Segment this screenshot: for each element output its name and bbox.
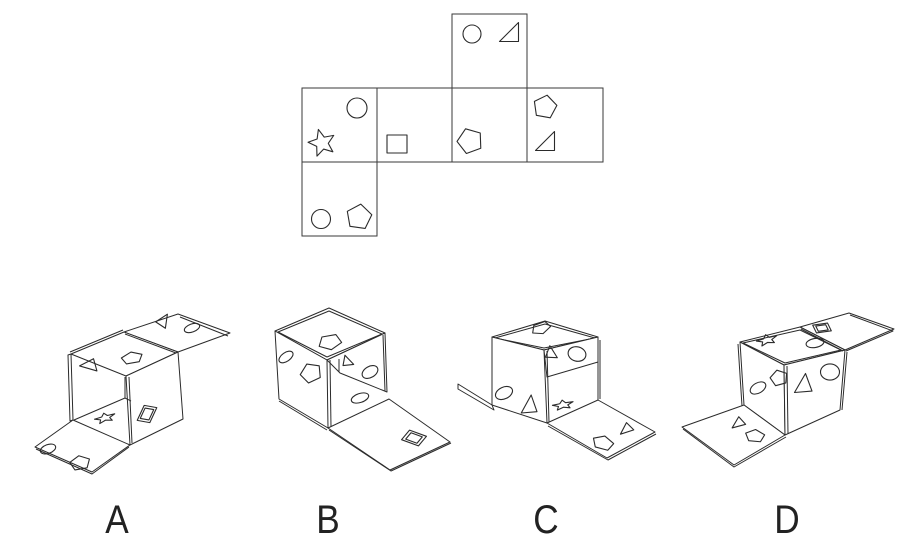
pentagon-icon	[318, 334, 343, 352]
rtriangle-icon	[536, 132, 555, 151]
edge-line	[800, 328, 844, 352]
square-icon	[813, 323, 832, 333]
net-cell-mid-4	[526, 87, 604, 163]
star-icon	[755, 332, 778, 347]
circle-icon	[350, 391, 370, 405]
square-icon	[402, 430, 427, 446]
circle-icon	[347, 98, 367, 118]
left-face	[491, 336, 548, 424]
edge-line	[35, 446, 130, 475]
cube-net	[301, 13, 604, 237]
left-edge	[67, 353, 74, 422]
edge-line	[329, 359, 332, 428]
option-d-label[interactable]: D	[774, 498, 800, 542]
circle-icon	[493, 384, 514, 402]
pentagon-icon	[454, 125, 485, 156]
net-cell-top	[451, 13, 528, 89]
circle-icon	[312, 210, 331, 229]
circle-icon	[183, 322, 201, 335]
edge-line	[845, 314, 894, 352]
option-a-label[interactable]: A	[105, 498, 129, 542]
circle-icon	[566, 345, 587, 364]
edge-line	[278, 400, 328, 431]
edge-line	[841, 351, 848, 411]
option-b-figure[interactable]	[274, 307, 452, 472]
rtriangle-icon	[500, 23, 519, 42]
star-icon	[94, 411, 117, 425]
pentagon-icon	[745, 429, 765, 442]
triangle-icon	[79, 359, 97, 374]
right-face	[125, 351, 184, 446]
edge-line	[179, 316, 229, 337]
square-icon	[140, 408, 153, 420]
circle-icon	[360, 363, 380, 381]
net-cell-mid-3-outline	[451, 87, 528, 163]
circle-icon	[39, 442, 57, 456]
net-cell-mid-3	[451, 87, 528, 163]
net-cell-mid-2	[376, 87, 453, 163]
square-icon	[137, 405, 157, 422]
square-icon	[387, 135, 407, 153]
net-cell-bottom	[301, 161, 378, 237]
option-c-figure[interactable]	[457, 320, 657, 461]
edge-line	[682, 428, 787, 468]
triangle-icon	[155, 314, 173, 331]
option-d-figure[interactable]	[681, 312, 895, 468]
option-c-label[interactable]: C	[533, 498, 559, 542]
square-icon	[406, 433, 423, 443]
edge-line	[73, 377, 126, 421]
circle-icon	[748, 379, 768, 396]
edge-line	[786, 365, 789, 435]
pentagon-icon	[69, 454, 91, 471]
triangle-icon	[545, 346, 561, 362]
edge-line	[737, 343, 743, 407]
pentagon-icon	[591, 433, 615, 451]
triangle-icon	[730, 416, 746, 428]
circle-icon	[805, 337, 824, 349]
bottom-flap	[681, 404, 786, 466]
triangle-icon	[342, 355, 355, 368]
net-cell-bottom-outline	[301, 161, 378, 237]
option-a-figure[interactable]	[34, 314, 231, 475]
circle-icon	[821, 364, 840, 380]
edge-line	[124, 333, 177, 354]
pentagon-icon	[530, 320, 552, 337]
net-cell-mid-1-outline	[301, 87, 378, 163]
edge-line	[546, 350, 550, 423]
edge-line	[128, 376, 133, 444]
net-cell-mid-1	[301, 87, 378, 163]
pentagon-icon	[769, 368, 789, 387]
left-flap	[457, 383, 495, 411]
triangle-icon	[618, 421, 634, 434]
edge-line	[328, 429, 452, 472]
pentagon-icon	[345, 202, 373, 229]
right-face	[783, 349, 846, 436]
pentagon-icon	[121, 350, 144, 364]
net-cell-mid-2-outline	[376, 87, 453, 163]
star-icon	[552, 398, 574, 410]
pentagon-icon	[297, 360, 324, 385]
edge-line	[69, 329, 124, 353]
triangle-icon	[521, 395, 537, 413]
option-b-label[interactable]: B	[316, 498, 340, 542]
square-icon	[816, 325, 828, 332]
bottom-flap	[34, 419, 131, 473]
triangle-icon	[795, 374, 813, 393]
circle-icon	[277, 349, 295, 365]
pentagon-icon	[532, 93, 558, 118]
net-cell-mid-4-outline	[526, 87, 604, 163]
bottom-flap	[327, 398, 451, 471]
circle-icon	[463, 25, 481, 43]
edge-line	[547, 425, 657, 461]
star-icon	[306, 126, 338, 157]
edge-line	[382, 334, 386, 392]
right-flap	[546, 399, 656, 459]
